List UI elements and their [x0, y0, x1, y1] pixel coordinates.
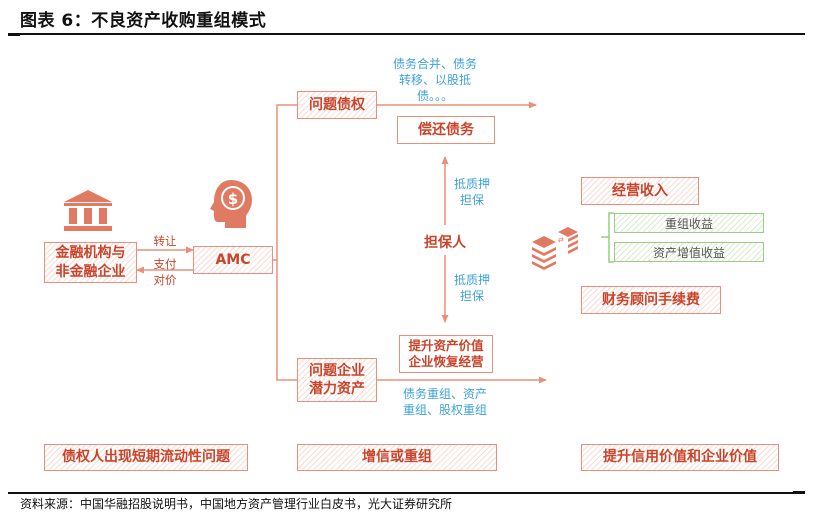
- debt-note-line-3: 债。。。: [416, 89, 453, 104]
- debt-note-line-2: 转移、以股抵: [398, 73, 471, 88]
- operating-income-box: 经营收入: [581, 177, 699, 205]
- bottom-divider: [8, 492, 805, 494]
- head-dollar-icon: $: [210, 180, 252, 228]
- collateral-up-line-2: 担保: [459, 193, 484, 208]
- value-up-line-2: 企业恢复经营: [408, 354, 484, 369]
- asset-appreciation-gain-box: 资产增值收益: [614, 242, 764, 262]
- problem-debt-box: 问题债权: [297, 91, 377, 119]
- collateral-up-note: 抵质押 担保: [450, 176, 494, 208]
- guarantor-label: 担保人: [424, 235, 466, 251]
- svg-text:$: $: [228, 190, 238, 208]
- restructure-note: 债务重组、资产 重组、股权重组: [393, 386, 497, 418]
- transfer-label: 转让: [153, 234, 177, 248]
- consideration-label: 对价: [153, 273, 177, 287]
- bank-building-icon: [64, 190, 112, 231]
- figure-title: 图表 6：不良资产收购重组模式: [20, 11, 267, 31]
- restructure-note-line-2: 重组、股权重组: [402, 403, 487, 418]
- problem-enterprise-box: 问题企业 潜力资产: [297, 358, 377, 402]
- value-up-box: 提升资产价值 企业恢复经营: [399, 335, 493, 373]
- restructure-gain-box: 重组收益: [614, 213, 764, 233]
- repay-debt-box: 偿还债务: [397, 116, 495, 144]
- advisory-fee-box: 财务顾问手续费: [581, 286, 721, 314]
- income-bracket: [601, 212, 614, 263]
- top-divider: [8, 33, 805, 35]
- money-stack-icon: ⇄: [532, 227, 578, 270]
- top-divider-accent: [8, 33, 20, 36]
- stage-3-box: 提升信用价值和企业价值: [581, 444, 779, 471]
- bottom-divider-accent: [793, 491, 805, 494]
- pay-label: 支付: [153, 257, 177, 271]
- branch-trunk: [276, 104, 297, 381]
- collateral-up-line-1: 抵质押: [453, 177, 490, 191]
- stage-2-box: 增信或重组: [297, 444, 497, 471]
- problem-enterprise-line-1: 问题企业: [309, 362, 365, 379]
- svg-text:⇄: ⇄: [558, 236, 564, 244]
- amc-box: AMC: [193, 246, 273, 274]
- debt-note-line-1: 债务合并、债务: [392, 57, 477, 71]
- restructure-note-line-1: 债务重组、资产: [402, 387, 487, 401]
- problem-enterprise-line-2: 潜力资产: [309, 381, 365, 397]
- source-note: 资料来源：中国华融招股说明书，中国地方资产管理行业白皮书，光大证券研究所: [20, 497, 453, 511]
- institution-box: 金融机构与 非金融企业: [44, 242, 137, 283]
- debt-note: 债务合并、债务 转移、以股抵 债。。。: [375, 56, 495, 105]
- stage-1-box: 债权人出现短期流动性问题: [44, 444, 248, 471]
- collateral-down-line-2: 担保: [459, 289, 484, 304]
- collateral-down-line-1: 抵质押: [453, 273, 490, 287]
- collateral-down-note: 抵质押 担保: [450, 272, 494, 304]
- value-up-line-1: 提升资产价值: [408, 337, 484, 353]
